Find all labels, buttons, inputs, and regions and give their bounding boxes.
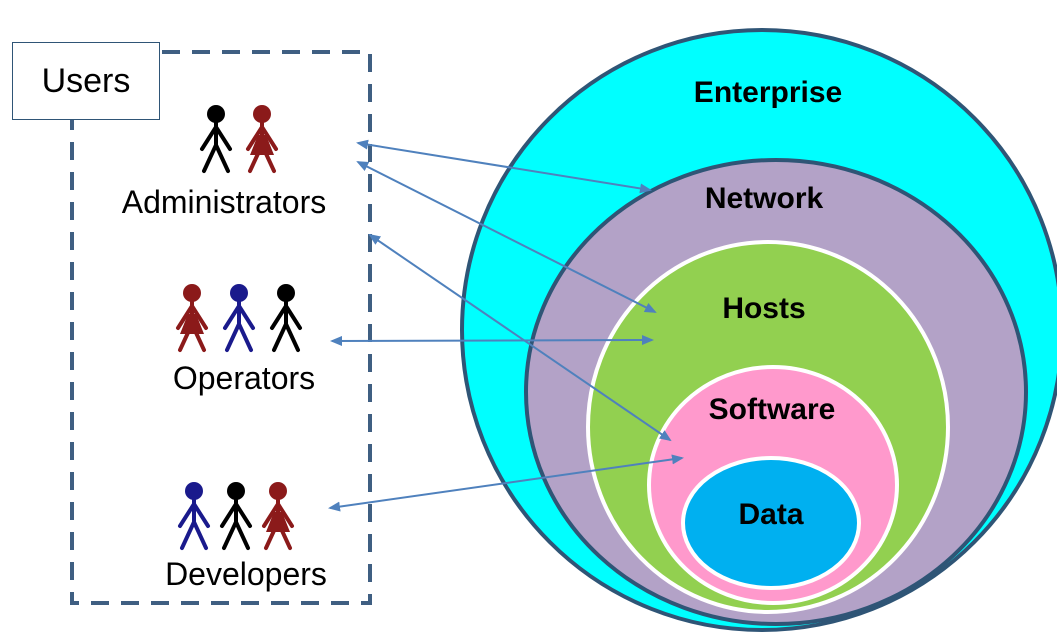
administrators-label: Administrators [121, 184, 327, 220]
developers-label: Developers [165, 556, 327, 592]
person-figure-developers-1 [220, 482, 252, 550]
arrow-operators-hosts [330, 335, 654, 346]
person-figure-developers-2 [262, 482, 294, 550]
person-figure-administrators-1 [246, 105, 278, 173]
arrow-developers-software [328, 454, 684, 512]
data-ring [681, 456, 861, 590]
person-figure-developers-0 [178, 482, 210, 550]
users-label: Users [12, 42, 160, 120]
network-label: Network [704, 182, 824, 215]
person-figure-operators-0 [176, 284, 208, 352]
data-label: Data [738, 498, 804, 531]
person-figure-operators-2 [270, 284, 302, 352]
enterprise-label: Enterprise [693, 76, 843, 109]
hosts-label: Hosts [722, 292, 806, 325]
administrators-people [200, 105, 278, 173]
software-label: Software [708, 393, 836, 426]
developers-people [178, 482, 294, 550]
connection-arrows [328, 139, 684, 512]
person-figure-operators-1 [223, 284, 255, 352]
operators-people [176, 284, 302, 352]
person-figure-administrators-0 [200, 105, 232, 173]
operators-label: Operators [172, 360, 316, 396]
